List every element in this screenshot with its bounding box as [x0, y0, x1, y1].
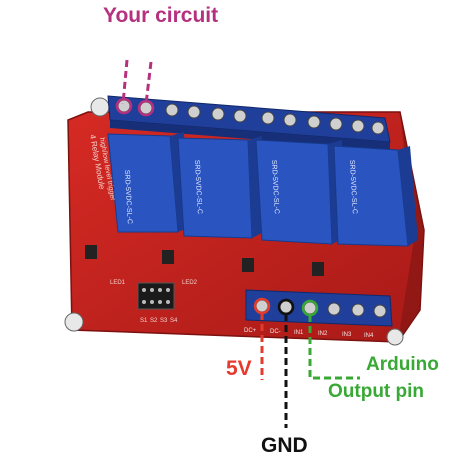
pin-label-dcminus: DC-: [270, 329, 281, 335]
relay-3: SRD-5VDC-SL-C: [255, 139, 344, 245]
arduino-label: Arduino: [366, 354, 439, 375]
circuit-wires: [121, 59, 153, 105]
circuit-terminal-rings: [115, 97, 155, 117]
jumper-s1-label: S1: [140, 318, 148, 324]
output-pin-label: Output pin: [328, 381, 425, 402]
top-terminal-block: [107, 95, 391, 150]
pin-label-in4: IN4: [364, 333, 374, 339]
relay-2-model: SRD-5VDC-SL-C: [193, 160, 203, 214]
relay-3-model: SRD-5VDC-SL-C: [270, 160, 280, 214]
jumper-s2-label: S2: [150, 318, 158, 324]
components: LED1 LED2 S1 S2 S3 S4: [85, 245, 324, 324]
relay-2: SRD-5VDC-SL-C: [177, 136, 264, 239]
relay-4: SRD-5VDC-SL-C: [333, 145, 418, 247]
five-v-wire: [253, 297, 271, 380]
pin-label-in2: IN2: [318, 331, 328, 337]
gnd-label: GND: [261, 434, 308, 457]
jumper-s3-label: S3: [160, 318, 168, 324]
relays: SRD-5VDC-SL-C SRD-5VDC-SL-C SRD-5VDC-SL-…: [107, 132, 418, 247]
relay-1-model: SRD-5VDC-SL-C: [123, 170, 133, 224]
relay-1: SRD-5VDC-SL-C: [107, 132, 188, 233]
relay-4-model: SRD-5VDC-SL-C: [348, 160, 358, 214]
five-v-label: 5V: [226, 357, 252, 380]
jumper-s4-label: S4: [170, 318, 178, 324]
pin-label-dcplus: DC+: [244, 328, 257, 334]
led1-label: LED1: [110, 280, 126, 286]
pin-label-in3: IN3: [342, 332, 352, 338]
gnd-wire: [277, 298, 295, 428]
your-circuit-label: Your circuit: [103, 4, 219, 27]
led2-label: LED2: [182, 280, 198, 286]
arduino-wire: [301, 299, 360, 380]
pin-label-in1: IN1: [294, 330, 304, 336]
